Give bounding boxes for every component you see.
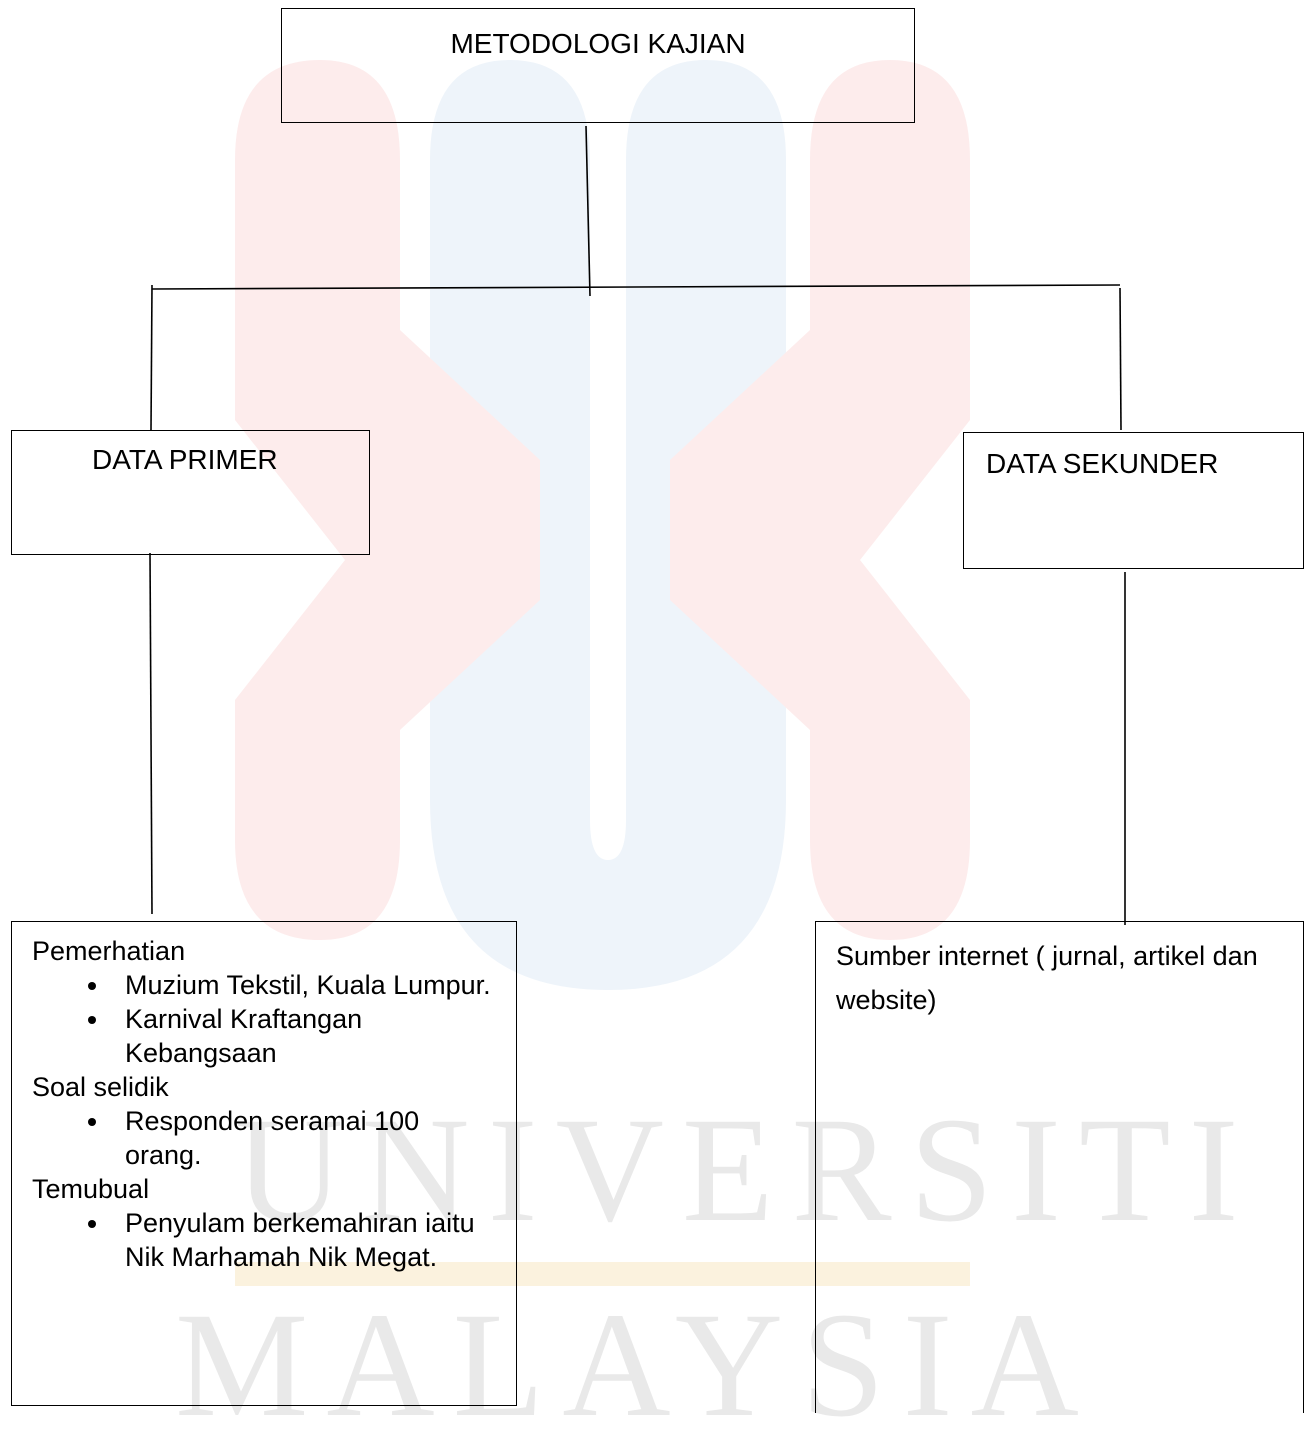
sekunder-detail-text: Sumber internet ( jurnal, artikel dan we… bbox=[836, 941, 1258, 1015]
list-item: Karnival Kraftangan Kebangsaan bbox=[88, 1002, 492, 1070]
detail-group-temubual: Temubual Penyulam berkemahiran iaitu Nik… bbox=[12, 1172, 492, 1274]
connector-horizontal bbox=[151, 284, 1121, 290]
root-node-box: METODOLOGI KAJIAN bbox=[281, 8, 915, 123]
connector-primer-detail bbox=[149, 552, 153, 915]
list-item: Penyulam berkemahiran iaitu Nik Marhamah… bbox=[88, 1206, 492, 1274]
watermark-text-universiti: UNIVERSITI bbox=[235, 1087, 1257, 1253]
data-sekunder-box: DATA SEKUNDER bbox=[963, 432, 1304, 569]
bullet-list: Muzium Tekstil, Kuala Lumpur. Karnival K… bbox=[32, 968, 492, 1070]
connector-lines bbox=[149, 125, 1126, 925]
connector-to-sekunder bbox=[1119, 287, 1122, 431]
data-primer-title: DATA PRIMER bbox=[92, 444, 278, 475]
group-label: Temubual bbox=[32, 1174, 150, 1204]
primer-detail-box: Pemerhatian Muzium Tekstil, Kuala Lumpur… bbox=[11, 921, 517, 1406]
watermark-bar bbox=[235, 1262, 970, 1286]
detail-group-pemerhatian: Pemerhatian Muzium Tekstil, Kuala Lumpur… bbox=[12, 934, 492, 1070]
connector-to-primer bbox=[150, 284, 153, 431]
list-item: Muzium Tekstil, Kuala Lumpur. bbox=[88, 970, 491, 1000]
group-label: Pemerhatian bbox=[32, 936, 186, 966]
group-label: Soal selidik bbox=[32, 1072, 169, 1102]
data-sekunder-title: DATA SEKUNDER bbox=[986, 448, 1219, 479]
root-node-title: METODOLOGI KAJIAN bbox=[450, 28, 746, 59]
bullet-list: Responden seramai 100 orang. bbox=[32, 1104, 492, 1172]
watermark-logo-graphic bbox=[235, 60, 970, 990]
primer-detail-content: Pemerhatian Muzium Tekstil, Kuala Lumpur… bbox=[12, 934, 492, 1274]
list-item: Responden seramai 100 orang. bbox=[88, 1104, 492, 1172]
detail-group-soal-selidik: Soal selidik Responden seramai 100 orang… bbox=[12, 1070, 492, 1172]
bullet-list: Penyulam berkemahiran iaitu Nik Marhamah… bbox=[32, 1206, 492, 1274]
data-primer-box: DATA PRIMER bbox=[11, 430, 370, 555]
connector-root-down bbox=[585, 125, 591, 297]
sekunder-detail-box: Sumber internet ( jurnal, artikel dan we… bbox=[815, 921, 1304, 1413]
